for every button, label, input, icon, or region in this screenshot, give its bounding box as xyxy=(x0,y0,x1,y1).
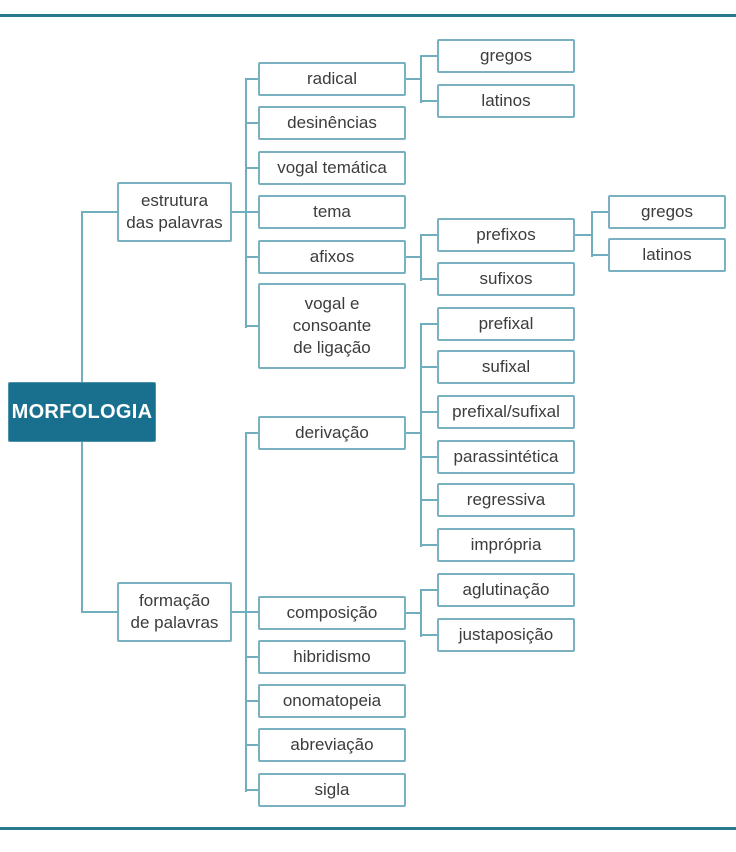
node-radical-latinos: latinos xyxy=(437,84,575,118)
connector-stub-radical xyxy=(245,78,258,80)
connector-stub-vogal-tematica xyxy=(245,167,258,169)
node-formacao-de-palavras: formação de palavras xyxy=(117,582,232,642)
connector-prefixos-out xyxy=(575,234,593,236)
node-estrutura-das-palavras: estrutura das palavras xyxy=(117,182,232,242)
node-aglutinacao: aglutinação xyxy=(437,573,575,607)
connector-stub-sigla xyxy=(245,789,258,791)
connector-stub-parassintetica xyxy=(420,456,437,458)
node-sufixal: sufixal xyxy=(437,350,575,384)
connector-bus-estrutura xyxy=(245,78,247,328)
connector-bus-prefixos xyxy=(591,211,593,257)
node-radical-gregos: gregos xyxy=(437,39,575,73)
node-vogal-consoante-ligacao: vogal e consoante de ligação xyxy=(258,283,406,369)
node-sufixos: sufixos xyxy=(437,262,575,296)
connector-derivacao-out xyxy=(406,432,421,434)
node-afixos: afixos xyxy=(258,240,406,274)
node-radical: radical xyxy=(258,62,406,96)
connector-stub-onomatopeia xyxy=(245,700,258,702)
node-prefixos: prefixos xyxy=(437,218,575,252)
connector-stub-prefixal-sufixal xyxy=(420,411,437,413)
connector-trunk-to-estrutura xyxy=(81,211,117,213)
node-composicao: composição xyxy=(258,596,406,630)
node-prefixal: prefixal xyxy=(437,307,575,341)
node-justaposicao: justaposição xyxy=(437,618,575,652)
node-hibridismo: hibridismo xyxy=(258,640,406,674)
node-desinencias: desinências xyxy=(258,106,406,140)
connector-stub-sufixos xyxy=(420,278,437,280)
node-regressiva: regressiva xyxy=(437,483,575,517)
connector-stub-derivacao xyxy=(245,432,258,434)
connector-bus-composicao xyxy=(420,589,422,637)
connector-stub-aglutinacao xyxy=(420,589,437,591)
node-abreviacao: abreviação xyxy=(258,728,406,762)
connector-bus-radical xyxy=(420,55,422,103)
connector-stub-afixos xyxy=(245,256,258,258)
node-prefixal-sufixal: prefixal/sufixal xyxy=(437,395,575,429)
connector-stub-desinencias xyxy=(245,122,258,124)
node-vogal-tematica: vogal temática xyxy=(258,151,406,185)
node-prefixos-gregos: gregos xyxy=(608,195,726,229)
connector-stub-prefixos-latinos xyxy=(591,254,608,256)
connector-stub-prefixos-gregos xyxy=(591,211,608,213)
connector-stub-prefixos xyxy=(420,234,437,236)
node-derivacao: derivação xyxy=(258,416,406,450)
connector-afixos-out xyxy=(406,256,421,258)
connector-stub-sufixal xyxy=(420,366,437,368)
node-prefixos-latinos: latinos xyxy=(608,238,726,272)
connector-stub-impropria xyxy=(420,544,437,546)
connector-stub-justaposicao xyxy=(420,634,437,636)
connector-stub-radical-gregos xyxy=(420,55,437,57)
connector-stub-vogal-consoante xyxy=(245,325,258,327)
connector-stub-hibridismo xyxy=(245,656,258,658)
connector-stub-abreviacao xyxy=(245,744,258,746)
node-parassintetica: parassintética xyxy=(437,440,575,474)
connector-radical-out xyxy=(406,78,421,80)
connector-stub-radical-latinos xyxy=(420,100,437,102)
connector-bus-derivacao xyxy=(420,323,422,547)
connector-composicao-out xyxy=(406,612,421,614)
connector-bus-formacao xyxy=(245,432,247,792)
connector-stub-regressiva xyxy=(420,499,437,501)
connector-bus-afixos xyxy=(420,234,422,281)
connector-trunk-to-formacao xyxy=(81,611,117,613)
bottom-rule xyxy=(0,827,736,830)
connector-stub-prefixal xyxy=(420,323,437,325)
node-morfologia: MORFOLOGIA xyxy=(8,382,156,442)
node-tema: tema xyxy=(258,195,406,229)
node-sigla: sigla xyxy=(258,773,406,807)
node-onomatopeia: onomatopeia xyxy=(258,684,406,718)
top-rule xyxy=(0,14,736,17)
node-impropria: imprópria xyxy=(437,528,575,562)
